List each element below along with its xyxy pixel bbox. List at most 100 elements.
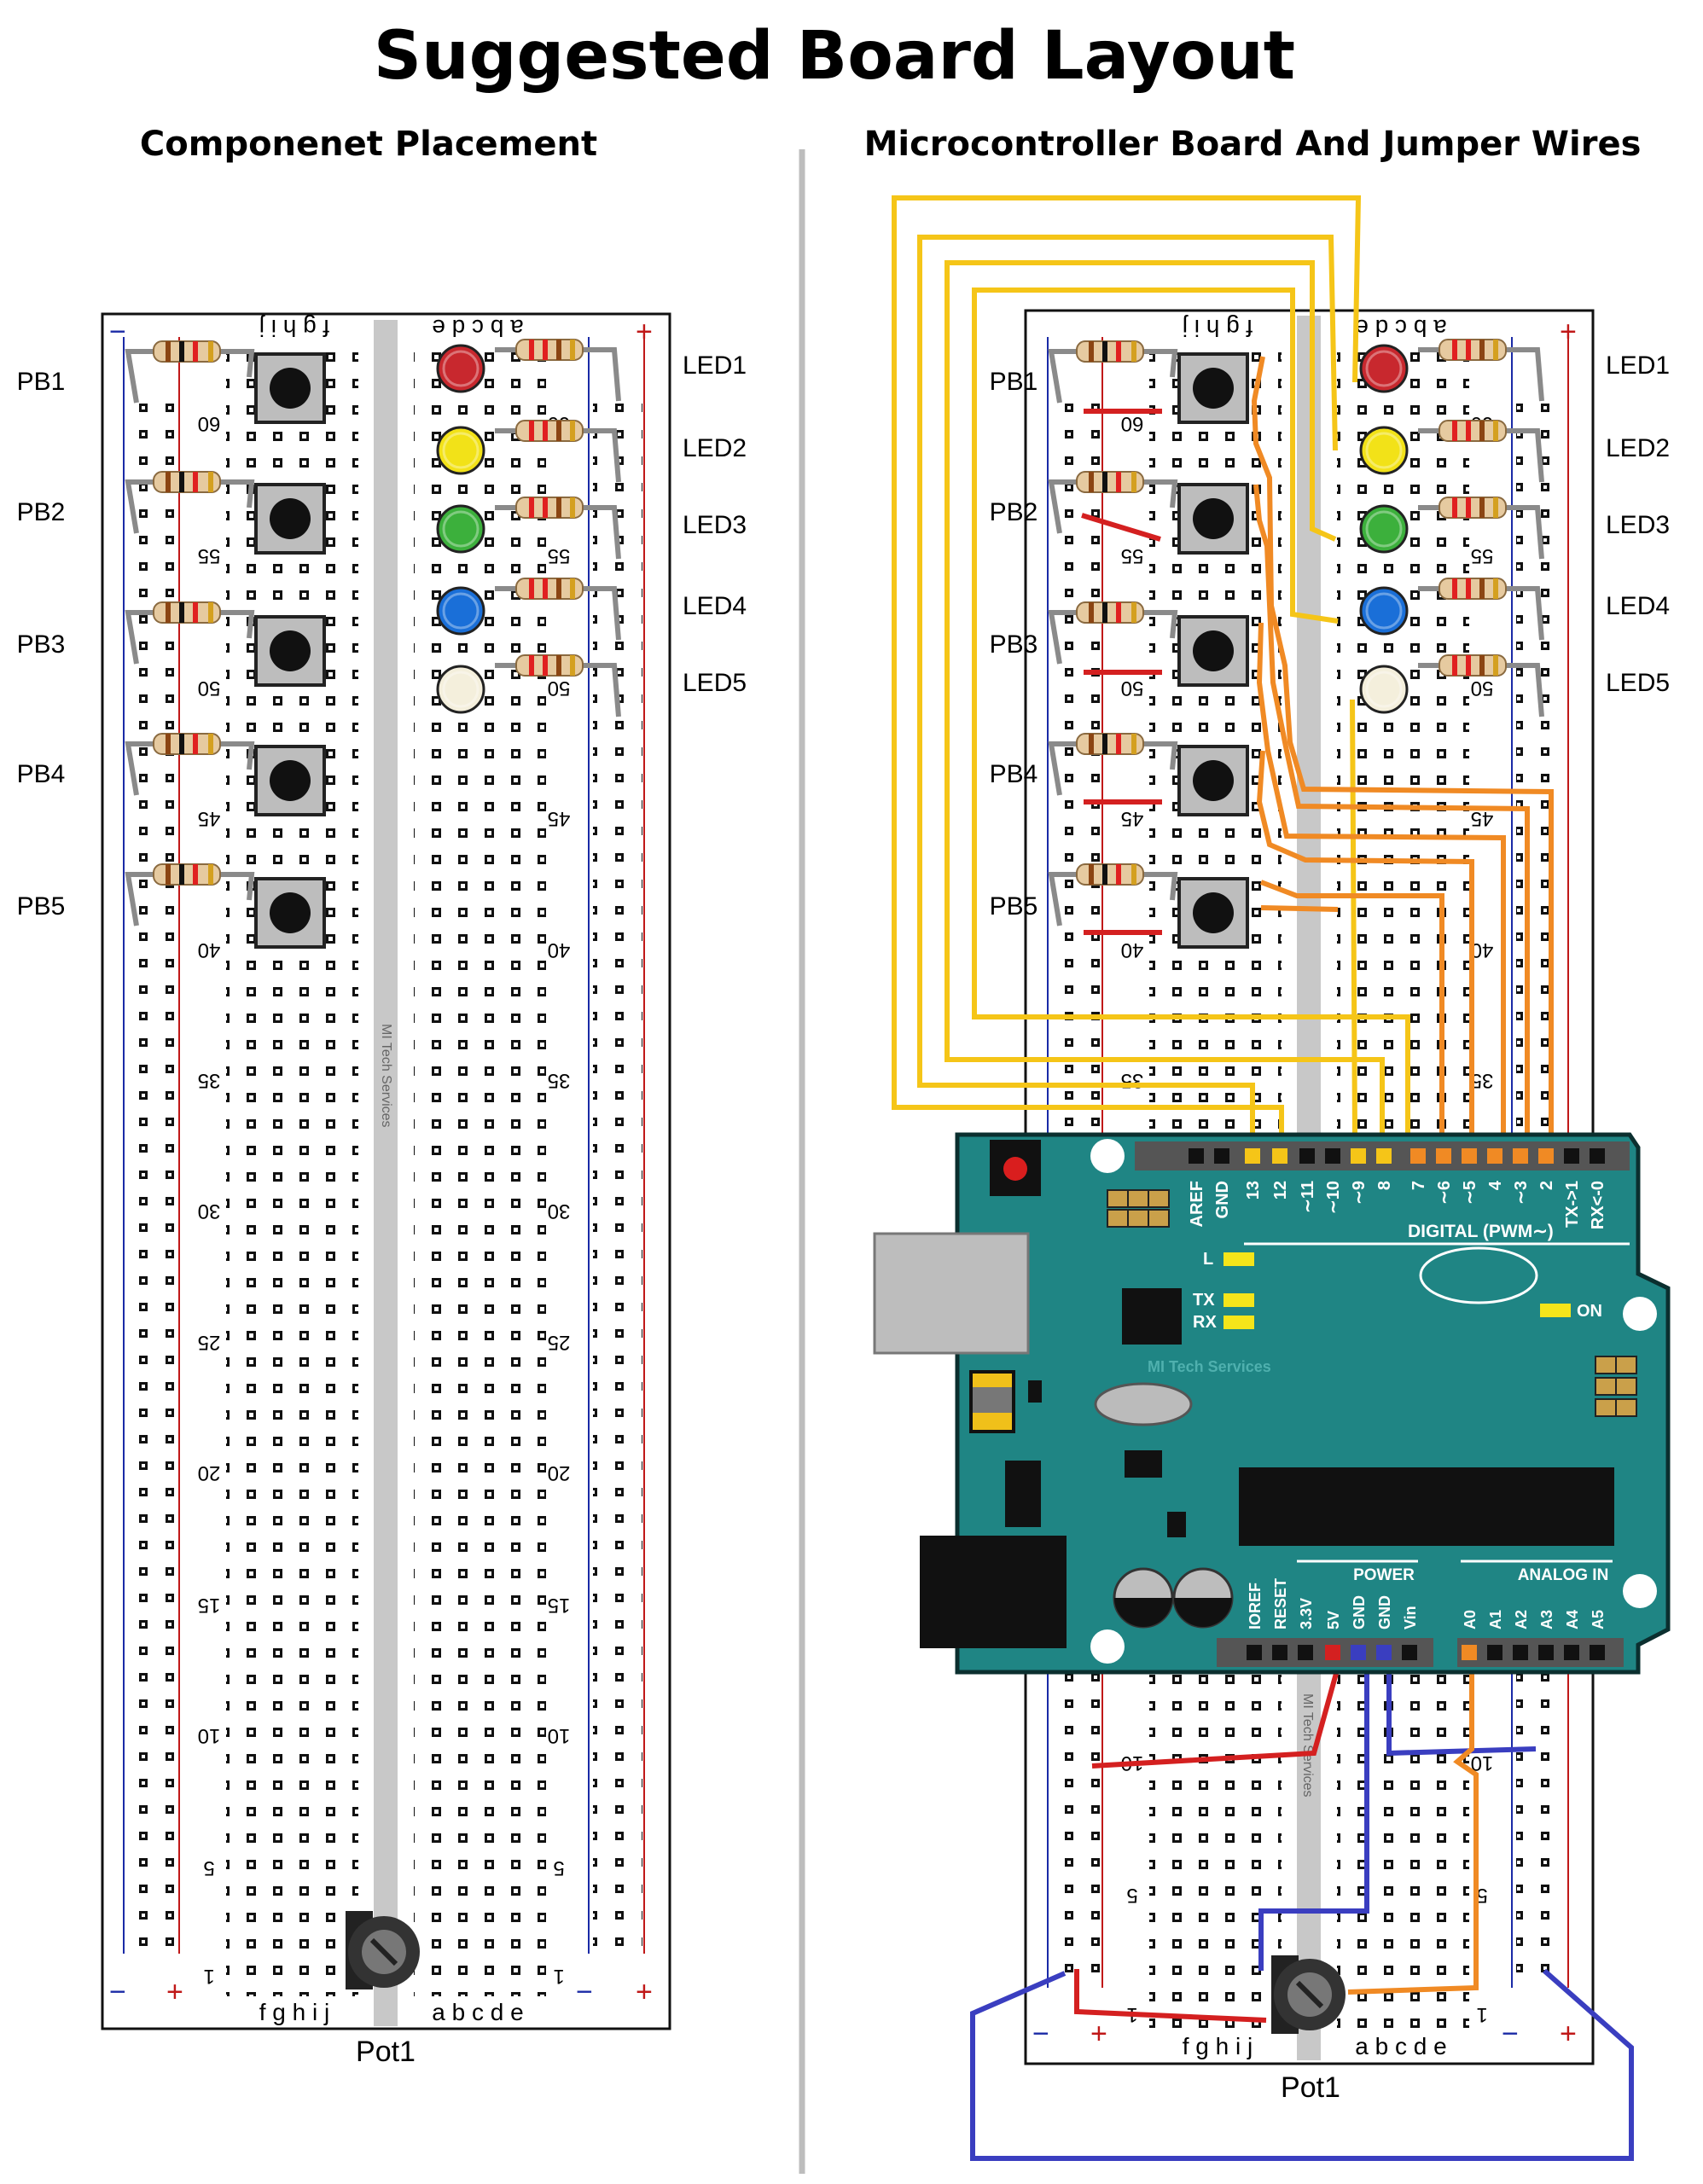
digital-pin-hole[interactable] <box>1538 1148 1554 1164</box>
right-panel-heading: Microcontroller Board And Jumper Wires <box>864 125 1642 164</box>
digital-pin-label-6: ∼9 <box>1350 1181 1369 1205</box>
right-breadboard-brand: MI Tech Services <box>1300 1693 1315 1798</box>
right-rail-minus-br: − <box>1502 2018 1519 2050</box>
right-row-num-5-a: 35 <box>1121 1069 1144 1092</box>
digital-pin-label-3: 12 <box>1271 1181 1290 1199</box>
left-led-label-3: LED3 <box>683 511 747 539</box>
digital-pin-label-7: 8 <box>1375 1181 1394 1190</box>
left-row-num-8-b: 20 <box>548 1461 571 1484</box>
left-pb-label-1: PB1 <box>17 368 66 396</box>
power-pin-hole[interactable] <box>1272 1645 1287 1660</box>
digital-pin-hole[interactable] <box>1272 1148 1287 1164</box>
pushbutton-1[interactable] <box>1177 352 1249 424</box>
usb-connector <box>873 1232 1030 1355</box>
led-resistor-4 <box>495 578 621 641</box>
led-l-label: L <box>1203 1250 1213 1269</box>
digital-pin-hole[interactable] <box>1590 1148 1605 1164</box>
left-row-num-3-a: 45 <box>198 807 221 830</box>
right-col-letters-top-right: a b c d e <box>1355 315 1446 341</box>
analog-header-label: ANALOG IN <box>1518 1566 1609 1584</box>
digital-pin-label-14: TX->1 <box>1563 1181 1582 1228</box>
digital-pin-hole[interactable] <box>1245 1148 1260 1164</box>
right-col-letters-bottom-right: a b c d e <box>1355 2033 1446 2059</box>
button-resistor-3 <box>125 601 255 665</box>
led-2 <box>436 426 485 475</box>
left-row-num-4-b: 40 <box>548 938 571 961</box>
analog-pin-hole[interactable] <box>1590 1645 1605 1660</box>
power-header-label: POWER <box>1353 1566 1415 1584</box>
power-pin-hole[interactable] <box>1351 1645 1366 1660</box>
right-row-num-7-b: 5 <box>1476 1884 1487 1907</box>
left-pot-label: Pot1 <box>356 2036 416 2068</box>
analog-pin-hole[interactable] <box>1462 1645 1477 1660</box>
analog-pin-hole[interactable] <box>1487 1645 1502 1660</box>
led-1 <box>1359 344 1409 393</box>
right-pb-label-4: PB4 <box>990 760 1038 788</box>
digital-pin-hole[interactable] <box>1299 1148 1315 1164</box>
left-row-num-10-b: 10 <box>548 1724 571 1747</box>
button-resistor-1 <box>125 340 255 404</box>
led-resistor-3 <box>1418 497 1544 560</box>
digital-pin-hole[interactable] <box>1214 1148 1229 1164</box>
digital-pin-hole[interactable] <box>1436 1148 1451 1164</box>
right-row-num-5-b: 35 <box>1471 1069 1494 1092</box>
analog-pin-hole[interactable] <box>1538 1645 1554 1660</box>
digital-pin-hole[interactable] <box>1487 1148 1502 1164</box>
left-col-letters-bottom-right: a b c d e <box>432 1999 523 2025</box>
left-led-label-5: LED5 <box>683 669 747 697</box>
analog-pin-label-4: A4 <box>1564 1610 1581 1629</box>
led-3 <box>1359 504 1409 554</box>
power-pin-hole[interactable] <box>1298 1645 1313 1660</box>
digital-pin-hole[interactable] <box>1351 1148 1366 1164</box>
left-row-num-12-b: 1 <box>553 1965 564 1988</box>
digital-pin-hole[interactable] <box>1513 1148 1528 1164</box>
digital-pin-hole[interactable] <box>1325 1148 1340 1164</box>
left-row-num-5-a: 35 <box>198 1069 221 1092</box>
button-resistor-3 <box>1048 601 1178 665</box>
pushbutton-5[interactable] <box>1177 877 1249 949</box>
left-rail-plus-bl: + <box>166 1976 183 2008</box>
digital-pin-hole[interactable] <box>1410 1148 1426 1164</box>
pushbutton-4[interactable] <box>254 745 326 816</box>
digital-pin-hole[interactable] <box>1564 1148 1579 1164</box>
pushbutton-1[interactable] <box>254 352 326 424</box>
led-resistor-1 <box>495 339 621 402</box>
digital-pin-hole[interactable] <box>1376 1148 1392 1164</box>
analog-pin-hole[interactable] <box>1564 1645 1579 1660</box>
left-row-num-2-a: 50 <box>198 677 221 700</box>
right-row-num-7-a: 5 <box>1126 1884 1137 1907</box>
button-resistor-4 <box>1048 733 1178 796</box>
right-pot-label: Pot1 <box>1281 2071 1340 2104</box>
led-3 <box>436 504 485 554</box>
pushbutton-4[interactable] <box>1177 745 1249 816</box>
left-pb-label-5: PB5 <box>17 892 66 921</box>
led-tx-label: TX <box>1193 1291 1215 1310</box>
led-resistor-5 <box>1418 654 1544 717</box>
analog-pin-label-1: A1 <box>1487 1610 1504 1629</box>
left-breadboard: MI Tech Services f g h i j a b c d e f g… <box>101 312 671 2030</box>
digital-pin-hole[interactable] <box>1462 1148 1477 1164</box>
pushbutton-5[interactable] <box>254 877 326 949</box>
analog-pin-hole[interactable] <box>1513 1645 1528 1660</box>
power-pin-hole[interactable] <box>1247 1645 1262 1660</box>
power-pin-hole[interactable] <box>1402 1645 1417 1660</box>
left-potentiometer <box>346 1911 420 1989</box>
digital-pin-label-9: ∼6 <box>1435 1181 1454 1205</box>
pushbutton-2[interactable] <box>1177 483 1249 555</box>
power-pin-hole[interactable] <box>1325 1645 1340 1660</box>
analog-pin-label-5: A5 <box>1590 1610 1607 1629</box>
led-5 <box>436 665 485 714</box>
power-pin-label-4: GND <box>1351 1595 1368 1629</box>
digital-pin-hole[interactable] <box>1189 1148 1204 1164</box>
pushbutton-3[interactable] <box>1177 615 1249 687</box>
digital-pin-label-11: 4 <box>1486 1180 1505 1190</box>
right-rail-plus-tr: + <box>1560 316 1577 348</box>
pushbutton-2[interactable] <box>254 483 326 555</box>
left-row-num-6-a: 30 <box>198 1199 221 1223</box>
power-pin-hole[interactable] <box>1376 1645 1392 1660</box>
power-pin-label-3: 5V <box>1325 1611 1342 1629</box>
pushbutton-3[interactable] <box>254 615 326 687</box>
left-breadboard-brand: MI Tech Services <box>379 1024 393 1128</box>
digital-header-label: DIGITAL (PWM∼) <box>1408 1222 1554 1241</box>
left-row-num-9-a: 15 <box>198 1594 221 1617</box>
